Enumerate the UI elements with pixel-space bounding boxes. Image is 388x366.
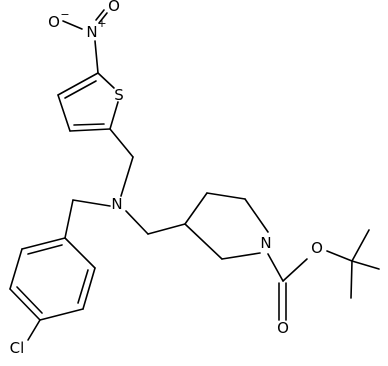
bond-n-o-double-a: [98, 12, 108, 24]
bond-pyr-1: [184, 192, 208, 225]
bond-ar-2-inner: [77, 269, 89, 304]
bond-ar-6: [21, 237, 66, 250]
bond-oester-cq: [326, 250, 353, 262]
bond-cq-me3: [350, 260, 353, 299]
atom-cl: Cl: [10, 339, 25, 357]
atom-n-pyrrolidine: N: [260, 234, 271, 252]
bond-lines: [9, 9, 380, 341]
atom-s-thiophene: S: [114, 86, 124, 104]
charge-minus: −: [60, 8, 69, 21]
bond-n-c5: [94, 40, 99, 74]
bond-cq-me2: [351, 260, 380, 270]
bond-c-oester: [282, 258, 308, 282]
bond-c4-c5: [57, 72, 99, 96]
bond-ar-2: [82, 267, 96, 310]
atom-n-amine: N: [111, 195, 122, 213]
bond-c2-ch2: [109, 128, 134, 158]
atom-o-nitro-top: O: [108, 0, 120, 15]
atom-labels: O − N + O S N N O O Cl: [10, 0, 323, 357]
bond-c2-c3: [69, 128, 111, 132]
bond-ar-3: [39, 308, 84, 321]
atom-n-nitro: N: [86, 23, 97, 41]
bond-pyr-2: [206, 192, 246, 200]
bond-ar-4: [9, 288, 41, 321]
bond-pyr-5: [184, 223, 223, 260]
atom-o-ester: O: [311, 239, 323, 257]
bond-ar-5: [9, 248, 23, 290]
bond-ch2-n: [120, 156, 134, 197]
bond-n-ch2b: [72, 199, 111, 207]
bond-c2-c3-inner: [73, 123, 105, 126]
bond-ar-6-inner: [27, 244, 63, 255]
bond-n-carbonyl: [267, 253, 284, 282]
bond-pyr-4: [221, 252, 261, 260]
bond-s-c2: [109, 101, 119, 130]
atom-o-carbonyl: O: [277, 319, 289, 337]
bond-ar-cl: [27, 319, 41, 341]
bond-ar-1: [64, 237, 96, 269]
bond-cq-me1: [351, 229, 370, 262]
bond-n-ch2c: [125, 210, 149, 235]
bond-ch2c-c3: [147, 223, 186, 235]
bond-c3-c4: [57, 94, 71, 132]
bond-pyr-3: [244, 198, 269, 233]
charge-plus: +: [97, 17, 106, 30]
bond-c4-c5-inner: [64, 80, 97, 99]
bond-ar-4-inner: [16, 286, 43, 314]
bond-c5-s: [97, 72, 115, 89]
atom-o-nitro-left: O: [48, 13, 60, 31]
bond-n-o-double-b: [95, 9, 105, 21]
bond-ch2b-ar: [64, 199, 74, 239]
bond-o-n: [62, 20, 83, 30]
